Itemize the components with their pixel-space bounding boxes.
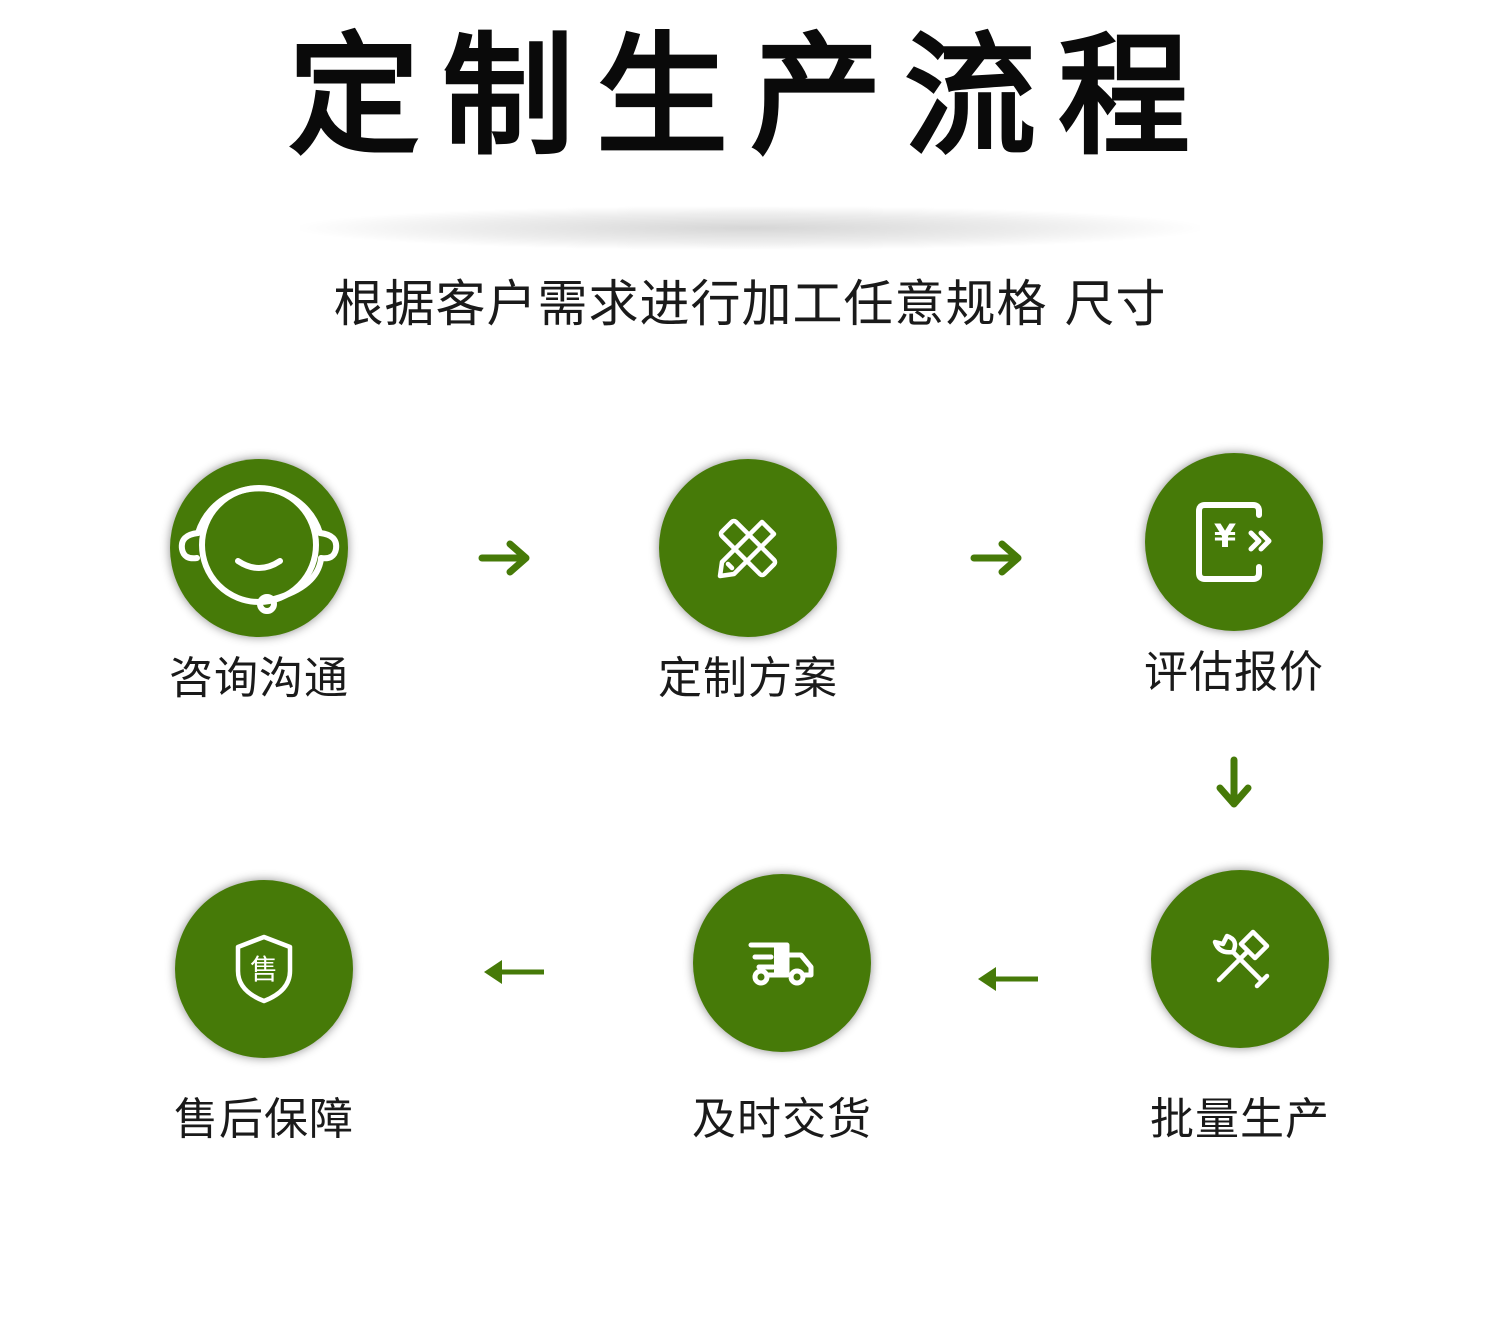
step-circle <box>693 874 871 1052</box>
step-circle <box>170 459 348 637</box>
shield-glyph: 售 <box>250 953 278 986</box>
step-circle: 售 <box>175 880 353 1058</box>
arrow-right-icon <box>970 540 1022 576</box>
step-delivery: 及时交货 <box>662 874 902 1148</box>
page-title: 定制生产流程 <box>288 20 1212 174</box>
step-aftersales: 售 售后保障 <box>144 880 384 1148</box>
step-label: 及时交货 <box>692 1094 872 1145</box>
step-label: 售后保障 <box>174 1094 354 1145</box>
arrow-left-icon <box>484 960 544 984</box>
step-production: 批量生产 <box>1120 870 1360 1148</box>
pencil-ruler-icon <box>717 518 778 579</box>
arrow-down-icon <box>1216 756 1252 808</box>
title-divider-shadow <box>300 206 1200 250</box>
step-consult: 咨询沟通 <box>139 459 379 707</box>
hammer-wrench-icon <box>1212 929 1270 989</box>
yuan-glyph: ¥ <box>1214 517 1236 555</box>
arrow-right-icon <box>478 540 530 576</box>
shield-service-icon: 售 <box>235 934 293 1004</box>
arrow-left-icon <box>978 967 1038 991</box>
step-plan: 定制方案 <box>628 459 868 707</box>
step-label: 咨询沟通 <box>169 653 349 704</box>
step-circle <box>659 459 837 637</box>
step-circle: ¥ <box>1145 453 1323 631</box>
step-circle <box>1151 870 1329 1048</box>
step-label: 批量生产 <box>1150 1094 1330 1145</box>
delivery-truck-icon <box>748 942 814 986</box>
step-label: 定制方案 <box>658 653 838 704</box>
headset-support-icon <box>178 485 340 614</box>
page-subtitle: 根据客户需求进行加工任意规格 尺寸 <box>333 275 1167 333</box>
step-label: 评估报价 <box>1144 647 1324 698</box>
yuan-quote-icon: ¥ <box>1196 502 1272 582</box>
step-quote: ¥ 评估报价 <box>1114 453 1354 701</box>
